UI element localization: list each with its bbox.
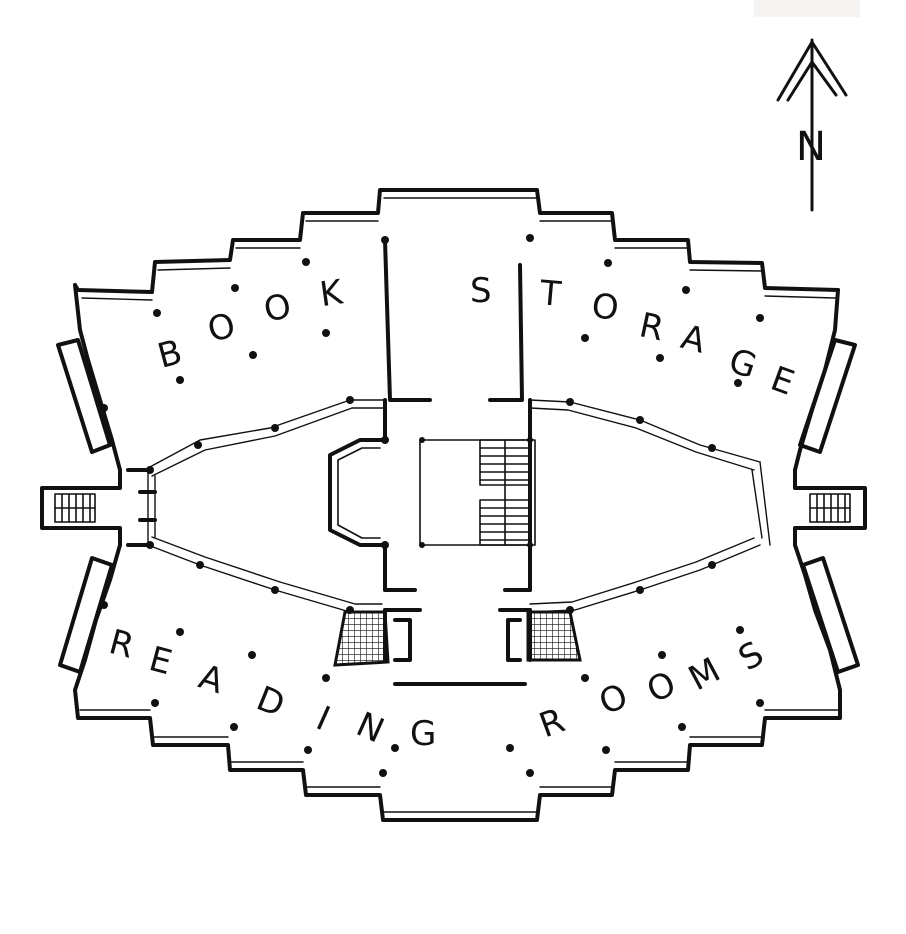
north-marker: N — [796, 124, 826, 170]
svg-text:E: E — [145, 639, 176, 683]
svg-text:R: R — [105, 622, 138, 667]
svg-text:E: E — [765, 359, 799, 404]
svg-text:S: S — [732, 634, 771, 679]
north-arrow: N — [776, 38, 848, 212]
svg-text:G: G — [724, 341, 761, 387]
svg-text:O: O — [641, 664, 682, 711]
svg-text:O: O — [594, 676, 634, 723]
svg-text:T: T — [537, 273, 562, 315]
svg-text:M: M — [682, 650, 727, 699]
east-window-bays — [798, 338, 860, 674]
svg-text:A: A — [677, 317, 710, 362]
central-stairs — [479, 439, 531, 546]
west-window-bays — [56, 338, 114, 674]
svg-text:S: S — [470, 271, 492, 311]
west-stair-tower — [40, 468, 122, 547]
book-storage-label: B O O K S T O R A G E — [153, 271, 799, 404]
east-stair-tower — [793, 468, 867, 547]
central-light-well — [147, 399, 771, 613]
svg-text:O: O — [203, 305, 239, 351]
outer-wall-south — [73, 543, 842, 822]
svg-text:N: N — [350, 705, 390, 752]
svg-text:O: O — [589, 286, 621, 329]
hatched-shafts — [333, 610, 582, 667]
svg-text:B: B — [153, 332, 186, 377]
reading-rooms-label: R E A D I N G R O O M S — [105, 622, 771, 754]
corner-tab — [754, 0, 860, 17]
west-vestibule — [126, 468, 157, 547]
outer-wall-inner-lines — [79, 197, 839, 813]
svg-text:O: O — [260, 286, 294, 331]
svg-text:R: R — [534, 700, 570, 746]
structural-columns — [100, 234, 764, 777]
svg-text:K: K — [317, 272, 346, 315]
outer-wall-north — [73, 188, 840, 472]
svg-text:G: G — [410, 714, 436, 754]
svg-text:R: R — [636, 305, 667, 349]
svg-text:I: I — [310, 699, 335, 740]
svg-text:D: D — [251, 679, 290, 726]
svg-text:A: A — [194, 657, 228, 702]
